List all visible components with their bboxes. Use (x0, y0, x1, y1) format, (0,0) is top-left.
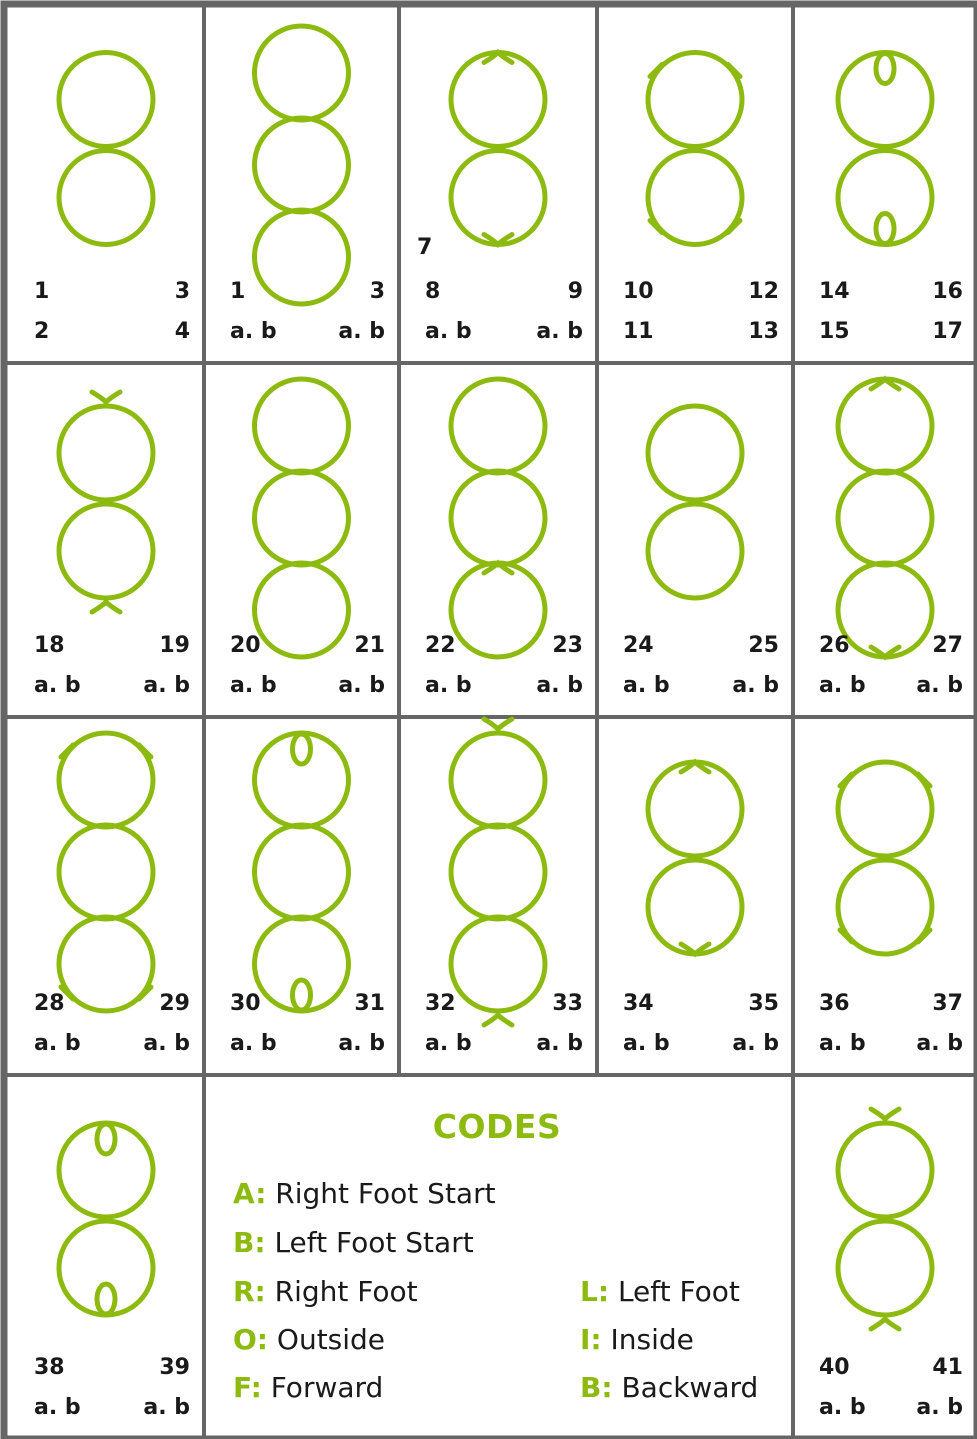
label-bottom-left: a. b (819, 1033, 866, 1055)
label-bottom-right: a. b (732, 1033, 779, 1055)
label-bottom-right: a. b (916, 675, 963, 697)
label-bottom-left: 15 (819, 321, 850, 343)
label-top-left: 14 (819, 281, 850, 303)
label-top-left: 22 (425, 635, 456, 657)
code-b-start: B: Left Foot Start (233, 1229, 474, 1257)
code-a: A: Right Foot Start (233, 1180, 496, 1208)
figure-two-circles-pointed (59, 392, 153, 612)
label-top-right: 9 (568, 281, 583, 303)
figure-three-circles-pointed (451, 719, 545, 1025)
label-top-right: 37 (932, 993, 963, 1015)
label-top-left: 26 (819, 635, 850, 657)
figure-three-circles-loops (255, 733, 349, 1011)
figure-two-circles-s-notched (648, 762, 742, 954)
label-top-left: 38 (34, 1357, 65, 1379)
label-bottom-right: a. b (536, 321, 583, 343)
label-bottom-right: a. b (536, 1033, 583, 1055)
label-bottom-right: a. b (338, 321, 385, 343)
label-bottom-left: a. b (425, 1033, 472, 1055)
figure-two-circles-side-notches (648, 53, 742, 245)
label-bottom-left: a. b (34, 675, 81, 697)
figure-three-circles-notched-mid (451, 379, 545, 657)
label-bottom-right: a. b (143, 1033, 190, 1055)
label-top-right: 29 (159, 993, 190, 1015)
label-bottom-right: a. b (916, 1033, 963, 1055)
figure-three-circles-notched-ends (838, 379, 932, 657)
label-bottom-left: a. b (425, 675, 472, 697)
label-top-right: 39 (159, 1357, 190, 1379)
label-top-right: 35 (748, 993, 779, 1015)
label-top-right: 16 (932, 281, 963, 303)
code-r: R: Right Foot (233, 1278, 418, 1306)
figure-two-circles-gap-middle (59, 53, 153, 245)
label-top-left: 30 (230, 993, 261, 1015)
label-top-right: 3 (175, 281, 190, 303)
label-top-left: 40 (819, 1357, 850, 1379)
label-top-left: 1 (230, 281, 245, 303)
label-bottom-left: a. b (623, 1033, 670, 1055)
label-top-right: 12 (748, 281, 779, 303)
label-bottom-right: a. b (143, 675, 190, 697)
figure-three-circles-serpentine (255, 379, 349, 657)
figure-two-circles-loops (838, 53, 932, 245)
label-top-right: 21 (354, 635, 385, 657)
code-b-backward: B: Backward (580, 1374, 758, 1402)
label-top-right: 3 (370, 281, 385, 303)
label-bottom-right: a. b (536, 675, 583, 697)
label-bottom-left: a. b (230, 1033, 277, 1055)
label-bottom-left: a. b (34, 1397, 81, 1419)
label-top-right: 25 (748, 635, 779, 657)
label-top-left: 1 (34, 281, 49, 303)
code-i: I: Inside (580, 1326, 694, 1354)
label-top-right: 27 (932, 635, 963, 657)
label-top-right: 31 (354, 993, 385, 1015)
figure-three-circles-side-notches (59, 733, 153, 1011)
figure-two-circles-s-loops (59, 1123, 153, 1315)
label-top-left: 32 (425, 993, 456, 1015)
label-top-left: 24 (623, 635, 654, 657)
label-bottom-right: a. b (338, 1033, 385, 1055)
code-l: L: Left Foot (580, 1278, 740, 1306)
figure-two-circles-s-pointed (838, 1109, 932, 1329)
label-bottom-left: a. b (425, 321, 472, 343)
label-top-left: 18 (34, 635, 65, 657)
label-top-left: 10 (623, 281, 654, 303)
label-bottom-left: a. b (230, 321, 277, 343)
label-bottom-left: a. b (34, 1033, 81, 1055)
label-extra: 7 (417, 237, 432, 259)
label-top-left: 8 (425, 281, 440, 303)
label-top-right: 41 (932, 1357, 963, 1379)
code-f: F: Forward (233, 1374, 383, 1402)
label-top-right: 23 (552, 635, 583, 657)
label-top-right: 33 (552, 993, 583, 1015)
label-bottom-right: 13 (748, 321, 779, 343)
code-o: O: Outside (233, 1326, 385, 1354)
figure-two-circles-notched (451, 53, 545, 245)
figure-two-circles-s-side-notches (838, 762, 932, 954)
label-bottom-left: 2 (34, 321, 49, 343)
label-top-left: 28 (34, 993, 65, 1015)
label-bottom-right: a. b (338, 675, 385, 697)
label-bottom-left: a. b (230, 675, 277, 697)
codes-title: CODES (202, 1107, 792, 1146)
figure-three-circles-serpentine (255, 26, 349, 304)
label-bottom-right: a. b (143, 1397, 190, 1419)
label-bottom-left: a. b (819, 1397, 866, 1419)
label-bottom-right: a. b (732, 675, 779, 697)
label-bottom-left: 11 (623, 321, 654, 343)
label-bottom-right: 17 (932, 321, 963, 343)
label-bottom-left: a. b (819, 675, 866, 697)
figure-two-circles-s (648, 406, 742, 598)
label-top-right: 19 (159, 635, 190, 657)
label-top-left: 20 (230, 635, 261, 657)
label-bottom-right: a. b (916, 1397, 963, 1419)
label-top-left: 34 (623, 993, 654, 1015)
label-top-left: 36 (819, 993, 850, 1015)
label-bottom-right: 4 (175, 321, 190, 343)
label-bottom-left: a. b (623, 675, 670, 697)
